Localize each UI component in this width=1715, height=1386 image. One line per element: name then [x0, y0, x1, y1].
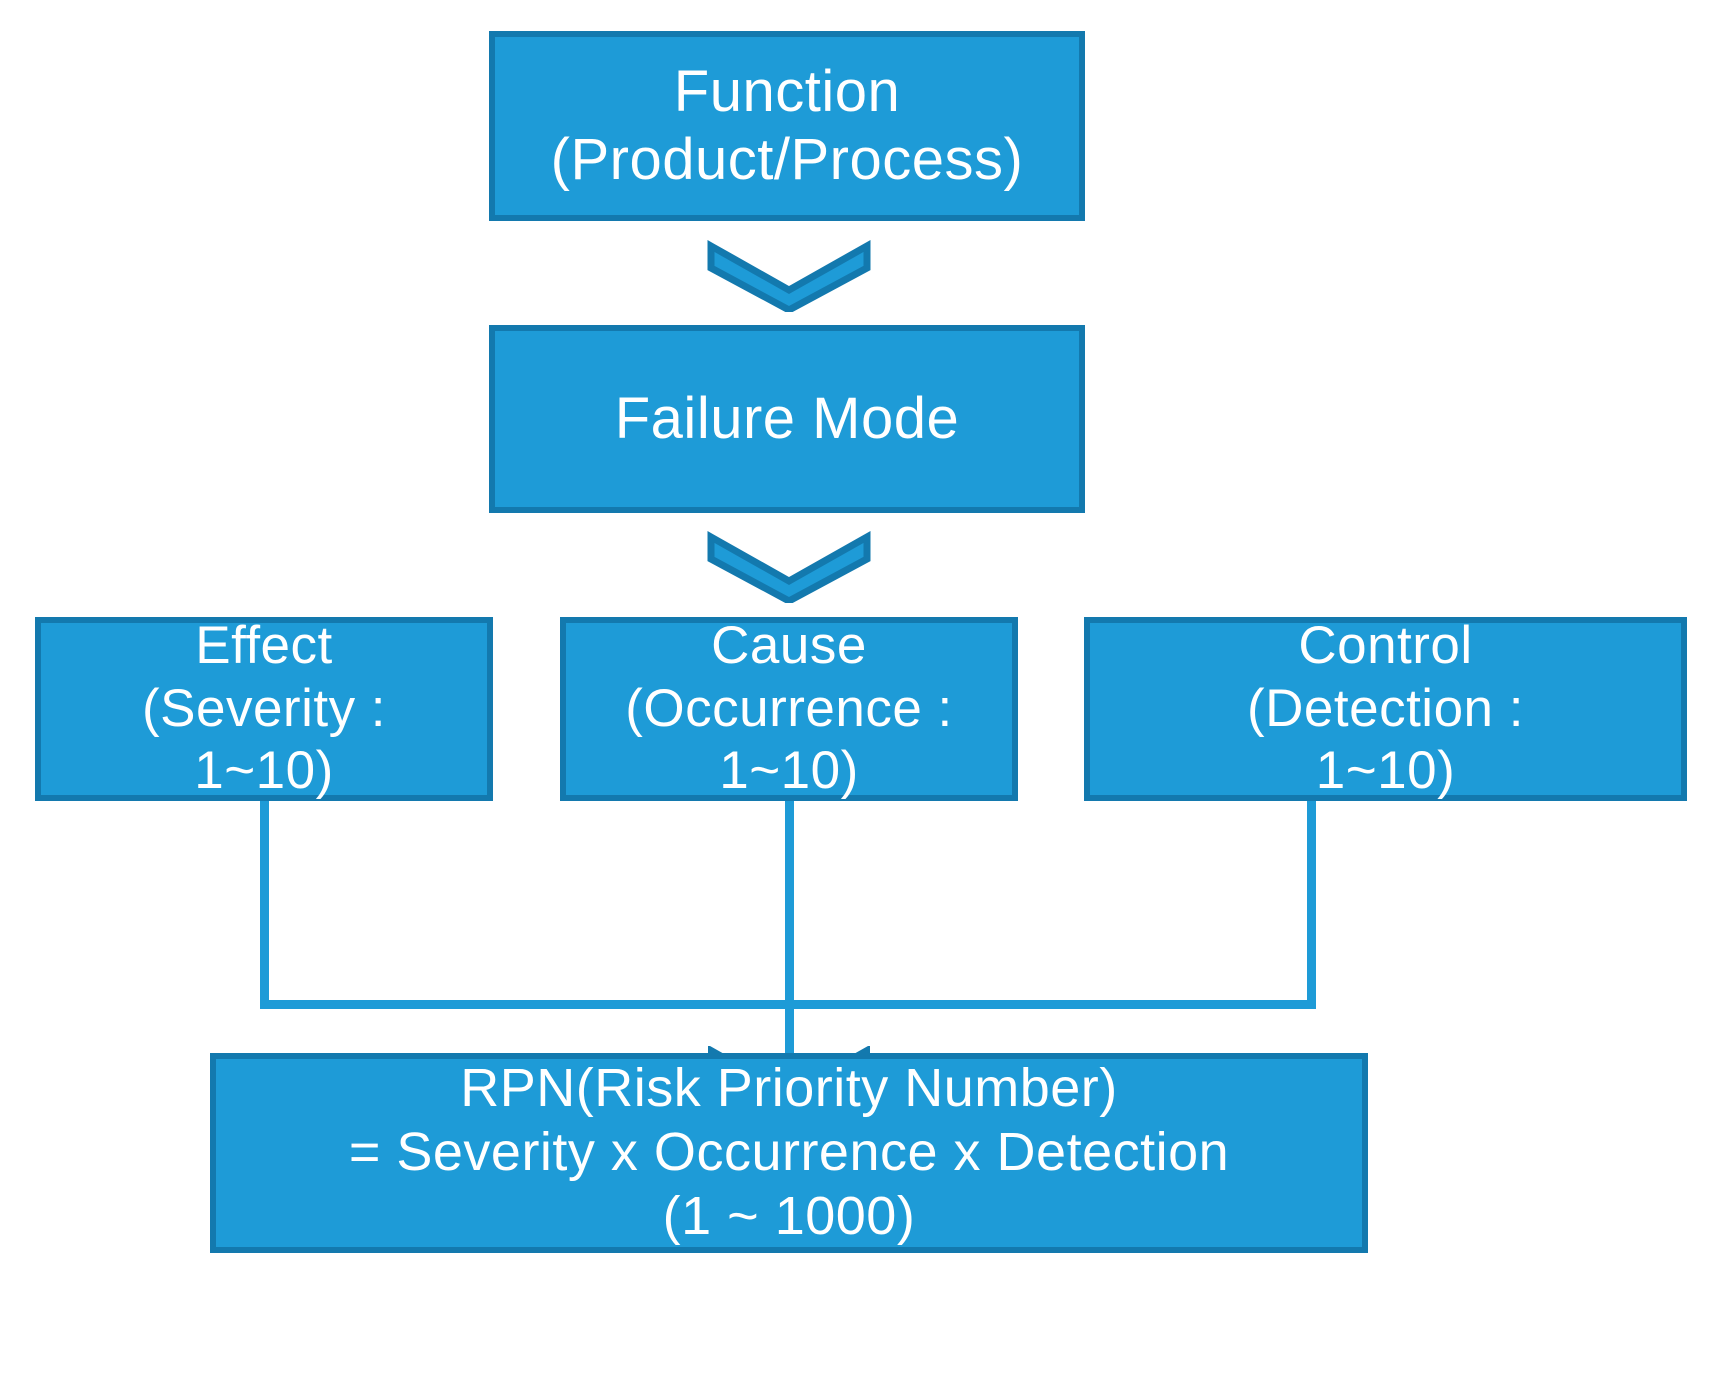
node-control-line-1: Control: [1298, 616, 1473, 676]
node-failure-mode-label: Failure Mode: [495, 385, 1079, 453]
node-cause-line-1: Cause: [711, 616, 867, 676]
node-effect-line-2: (Severity :: [141, 678, 387, 738]
node-rpn[interactable]: RPN(Risk Priority Number) = Severity x O…: [210, 1053, 1368, 1253]
node-failure-mode[interactable]: Failure Mode: [489, 325, 1085, 513]
connector-control-branch: [1307, 801, 1316, 1009]
node-function-line-1: Function: [673, 58, 901, 124]
node-control-line-2: (Detection :: [1246, 678, 1524, 738]
connector-merge-bus: [260, 1000, 1316, 1009]
node-control-line-3: 1~10): [1315, 741, 1456, 801]
node-effect-line-1: Effect: [195, 616, 333, 676]
node-rpn-line-1: RPN(Risk Priority Number): [460, 1058, 1118, 1119]
node-cause[interactable]: Cause (Occurrence : 1~10): [560, 615, 1018, 803]
node-cause-label: Cause (Occurrence : 1~10): [566, 615, 1012, 803]
node-control-label: Control (Detection : 1~10): [1090, 615, 1681, 803]
node-rpn-line-2: = Severity x Occurrence x Detection: [348, 1122, 1230, 1183]
node-rpn-line-3: (1 ~ 1000): [662, 1185, 916, 1246]
node-effect[interactable]: Effect (Severity : 1~10): [35, 615, 493, 803]
connector-cause-branch: [785, 801, 794, 1059]
node-function-label: Function (Product/Process): [495, 58, 1079, 195]
arrow-function-to-failure-icon: [705, 240, 873, 312]
node-effect-label: Effect (Severity : 1~10): [41, 615, 487, 803]
node-rpn-label: RPN(Risk Priority Number) = Severity x O…: [216, 1057, 1362, 1248]
connector-effect-branch: [260, 801, 269, 1009]
node-effect-line-3: 1~10): [194, 741, 334, 801]
node-cause-line-3: 1~10): [719, 741, 859, 801]
arrow-failure-to-row-icon: [705, 531, 873, 603]
node-function[interactable]: Function (Product/Process): [489, 31, 1085, 221]
node-control[interactable]: Control (Detection : 1~10): [1084, 615, 1687, 803]
node-failure-mode-line-1: Failure Mode: [614, 385, 960, 451]
node-cause-line-2: (Occurrence :: [625, 678, 953, 738]
node-function-line-2: (Product/Process): [550, 127, 1024, 192]
